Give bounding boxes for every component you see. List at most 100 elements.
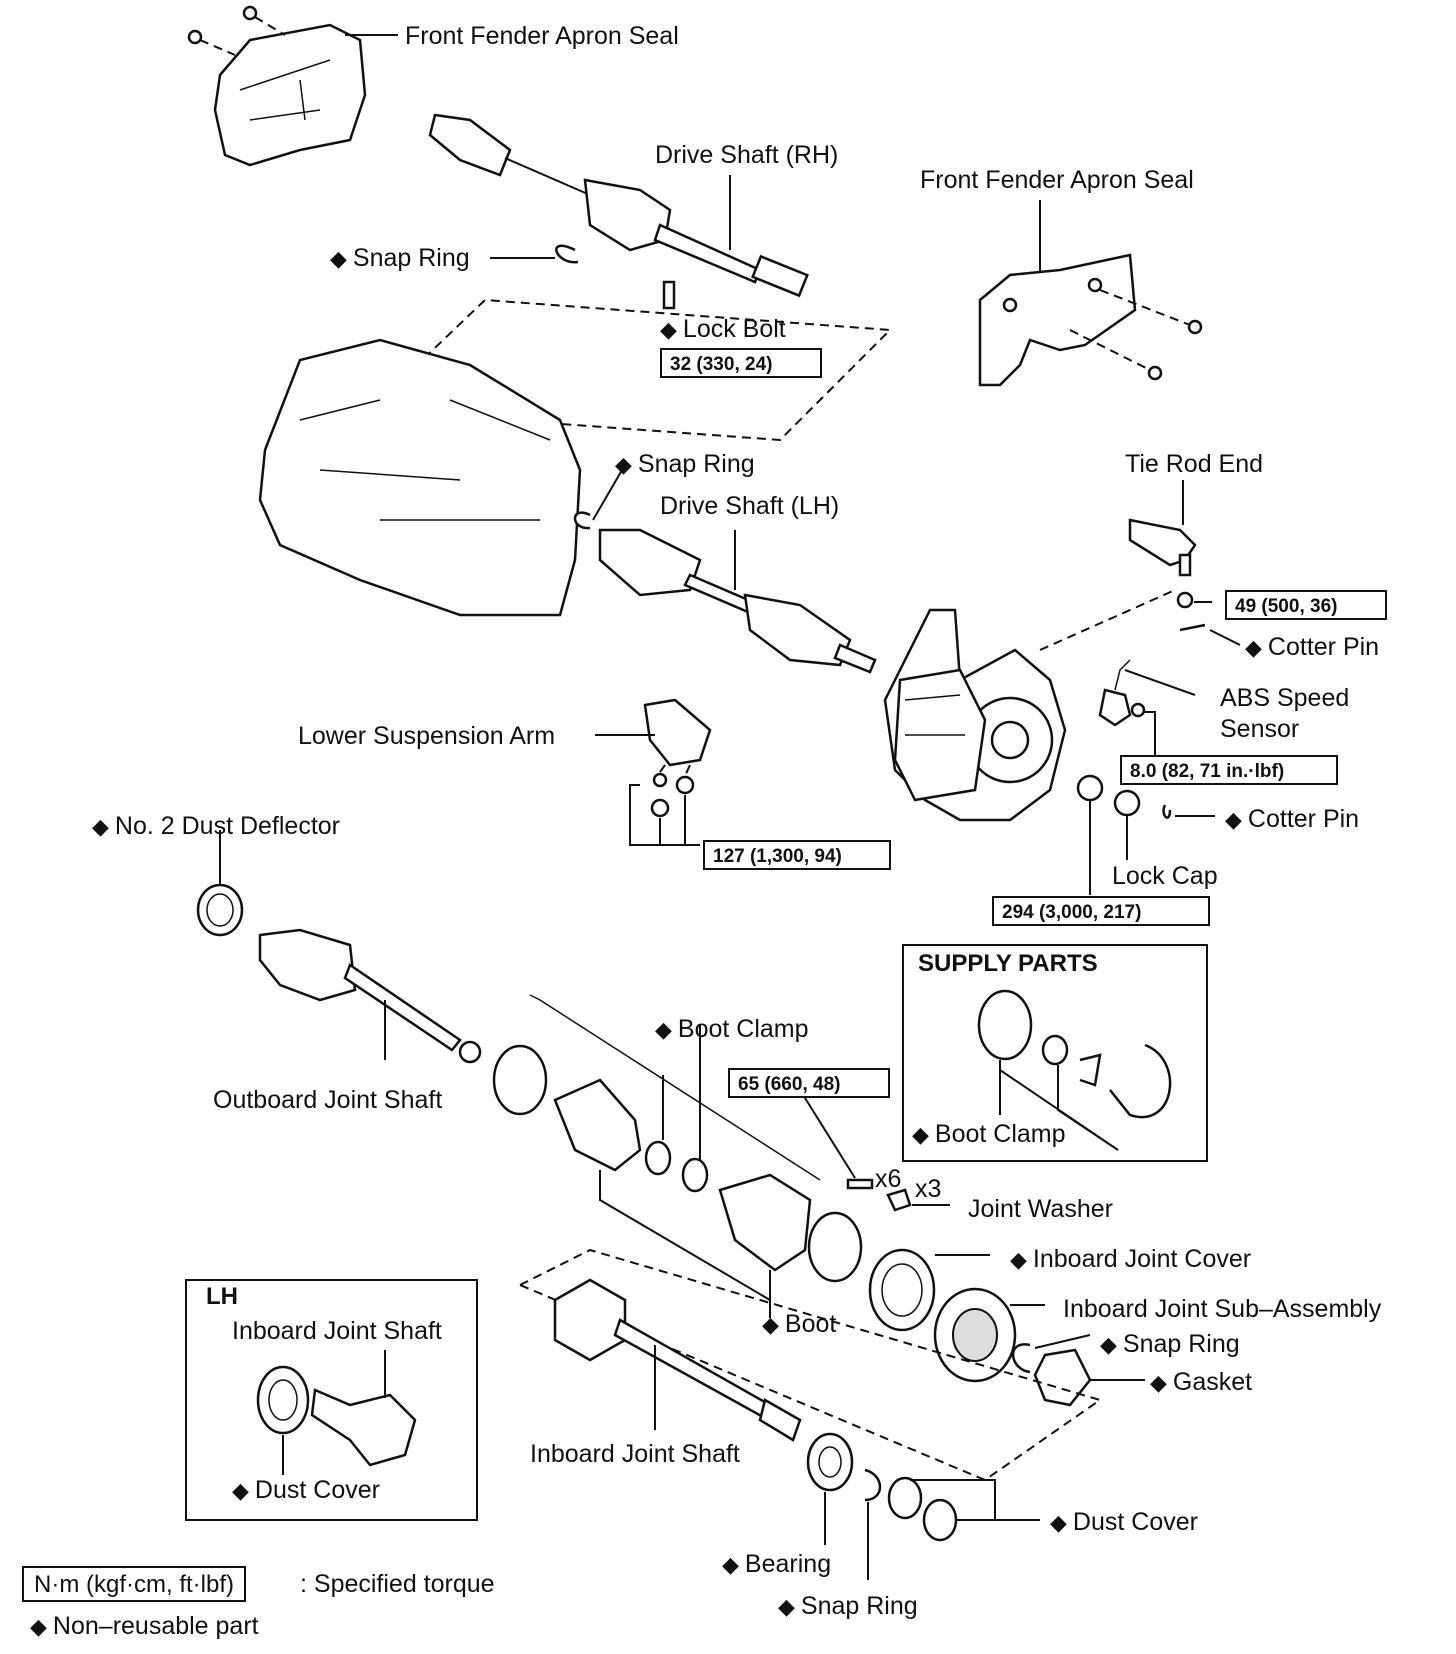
lock-nut-part [1076,774,1104,802]
cotter-pin-1-part [1179,623,1206,632]
dust-cover-part-1 [887,1476,923,1520]
nonreusable-marker: ◆ [1225,807,1242,832]
nonreusable-marker: ◆ [30,1614,47,1639]
supply-boot-clamp-large [977,989,1033,1061]
label-boot-clamp-1: ◆Boot Clamp [655,1015,809,1043]
nonreusable-marker: ◆ [762,1312,779,1337]
label-lh-inboard-shaft: Inboard Joint Shaft [232,1317,442,1345]
nonreusable-marker: ◆ [778,1594,795,1619]
legend-nonreusable: ◆Non–reusable part [30,1612,259,1640]
label-cotter-pin-1: ◆Cotter Pin [1245,633,1380,661]
boot-clamp-large-part [492,1044,548,1116]
nonreusable-marker: ◆ [330,246,347,271]
label-snap-ring-2: ◆Snap Ring [615,450,755,478]
label-lh-dust-cover: ◆Dust Cover [232,1476,380,1504]
legend-torque-text: : Specified torque [300,1570,495,1598]
lh-box-title: LH [206,1283,238,1310]
torque-lock-bolt: 32 (330, 24) [660,348,822,378]
label-x6: x6 [875,1165,902,1193]
label-lower-arm: Lower Suspension Arm [298,722,556,750]
inboard-joint-shaft-part [553,1278,802,1442]
boot-clamp-large-2-part [807,1211,863,1283]
label-inboard-sub: Inboard Joint Sub–Assembly [1063,1295,1382,1323]
label-snap-ring-3: ◆Snap Ring [1100,1330,1240,1358]
label-tie-rod-end: Tie Rod End [1125,450,1264,478]
nonreusable-marker: ◆ [92,814,109,839]
label-cotter-pin-2: ◆Cotter Pin [1225,805,1360,833]
label-inboard-shaft: Inboard Joint Shaft [530,1440,740,1468]
label-abs-line2: Sensor [1220,715,1300,743]
label-lock-cap: Lock Cap [1112,862,1218,890]
label-gasket: ◆Gasket [1150,1368,1253,1396]
dust-cover-part-2 [922,1498,958,1542]
bearing-part [806,1432,854,1492]
supply-band-clamp [1109,1043,1172,1119]
cotter-pin-2-part [1162,804,1172,819]
boot-clamp-small-2-part [681,1157,709,1193]
nonreusable-marker: ◆ [232,1478,249,1503]
label-inboard-cover: ◆Inboard Joint Cover [1010,1245,1252,1273]
nonreusable-marker: ◆ [912,1122,929,1147]
label-snap-ring-1: ◆Snap Ring [330,244,470,272]
label-boot-clamp-2: ◆Boot Clamp [912,1120,1066,1148]
label-dust-cover: ◆Dust Cover [1050,1508,1198,1536]
torque-tie-rod: 49 (500, 36) [1225,590,1387,620]
lh-inboard-shaft-part [310,1388,417,1467]
label-apron-seal-right: Front Fender Apron Seal [920,166,1194,194]
snap-ring-2-part [573,511,591,530]
snap-ring-1-part [555,244,579,264]
snap-ring-4-part [864,1468,882,1502]
inboard-joint-cover-part [868,1248,936,1332]
drive-shaft-rh-part [428,113,809,298]
lh-box [185,1279,478,1521]
knuckle-brake-part [883,608,1067,822]
nonreusable-marker: ◆ [722,1552,739,1577]
label-x3: x3 [915,1175,942,1203]
apron-seal-right-part [978,253,1203,387]
nonreusable-marker: ◆ [1010,1247,1027,1272]
label-lock-bolt: ◆Lock Bolt [660,315,786,343]
torque-abs: 8.0 (82, 71 in.·lbf) [1120,755,1338,785]
supply-boot-clamp-small [1041,1034,1069,1066]
label-boot: ◆Boot [762,1310,837,1338]
label-drive-shaft-rh: Drive Shaft (RH) [655,141,839,169]
nonreusable-marker: ◆ [660,317,677,342]
nonreusable-marker: ◆ [1100,1332,1117,1357]
label-apron-seal-top: Front Fender Apron Seal [405,22,679,50]
label-snap-ring-4: ◆Snap Ring [778,1592,918,1620]
lower-suspension-arm-part [643,698,712,818]
supply-parts-box [902,944,1208,1162]
boot-inboard-part [718,1173,812,1272]
dust-deflector-part [196,883,244,937]
legend-torque-unit: N·m (kgf·cm, ft·lbf) [22,1566,246,1602]
label-dust-deflector: ◆No. 2 Dust Deflector [92,812,341,840]
drive-shaft-lh-part [598,528,877,674]
torque-lock-nut: 294 (3,000, 217) [992,896,1210,926]
nonreusable-marker: ◆ [1050,1510,1067,1535]
boot-clamp-small-1-part [644,1140,672,1176]
gasket-part [1033,1348,1092,1407]
outboard-joint-shaft-part [258,928,482,1064]
nonreusable-marker: ◆ [1245,635,1262,660]
abs-sensor-part [1098,659,1146,727]
lock-cap-part [1113,789,1141,817]
joint-washer-part [886,1188,912,1212]
tie-rod-end-part [1128,518,1197,609]
apron-seal-top-part [187,5,367,167]
label-outboard-shaft: Outboard Joint Shaft [213,1086,443,1114]
label-bearing: ◆Bearing [722,1550,832,1578]
supply-clip [1079,1053,1102,1087]
lh-dust-cover-part [256,1365,310,1435]
nonreusable-marker: ◆ [1150,1370,1167,1395]
supply-parts-title: SUPPLY PARTS [918,950,1098,977]
nonreusable-marker: ◆ [655,1017,672,1042]
joint-bolt-part [846,1178,874,1190]
boot-outboard-part [553,1078,642,1172]
lock-bolt-part [662,280,676,310]
transaxle-part [258,338,582,617]
snap-ring-3-part [1011,1343,1031,1374]
nonreusable-marker: ◆ [615,452,632,477]
torque-joint-bolts: 65 (660, 48) [728,1068,890,1098]
label-joint-washer: Joint Washer [968,1195,1113,1223]
